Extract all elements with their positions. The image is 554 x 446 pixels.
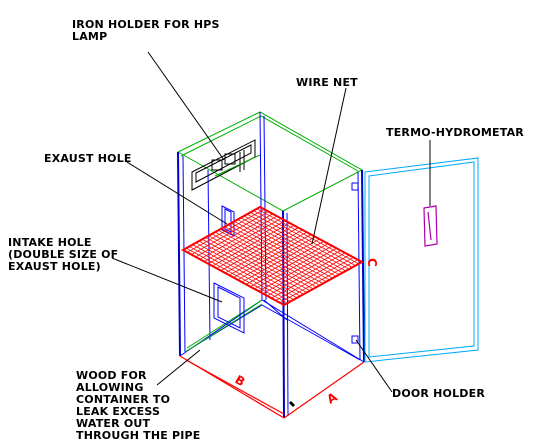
wire-net-frame bbox=[180, 205, 365, 307]
iron-holder-label-line2: LAMP bbox=[72, 30, 107, 43]
termo-hydrometer bbox=[423, 205, 438, 247]
wire-net-strand bbox=[253, 210, 356, 266]
cabinet-top bbox=[177, 111, 364, 212]
wood-label-line1: WOOD FOR bbox=[76, 369, 147, 382]
intake-hole-label-line2: (DOUBLE SIZE OF bbox=[8, 248, 118, 261]
cabinet-floor bbox=[179, 355, 365, 419]
wire-net-strand bbox=[271, 254, 350, 299]
open-door bbox=[364, 157, 479, 363]
wire-net-strand bbox=[250, 212, 353, 268]
iron-holder bbox=[191, 139, 261, 191]
wire-net-strand bbox=[275, 257, 354, 301]
dimension-c-label: C bbox=[365, 258, 379, 267]
wood-strip bbox=[184, 299, 263, 353]
intake-hole-label-line3: EXAUST HOLE) bbox=[8, 260, 101, 273]
drain-marker bbox=[288, 400, 296, 408]
wire-net-strand bbox=[266, 252, 346, 297]
door-holder-label: DOOR HOLDER bbox=[392, 387, 485, 400]
iron-holder-label-line1: IRON HOLDER FOR HPS bbox=[72, 18, 220, 31]
wire-net bbox=[180, 205, 365, 307]
intake-hole bbox=[213, 282, 245, 334]
wire-net-strand bbox=[256, 208, 359, 265]
intake-hole-label-line1: INTAKE HOLE bbox=[8, 236, 92, 249]
wire-net-strand bbox=[279, 259, 358, 304]
exaust-hole-label: EXAUST HOLE bbox=[44, 152, 132, 165]
termo-hydrometar-label: TERMO-HYDROMETAR bbox=[386, 126, 524, 139]
wood-label-line6: THROUGH THE PIPE bbox=[76, 429, 201, 442]
wood-label-line4: LEAK EXCESS bbox=[76, 405, 160, 418]
door-holder bbox=[351, 182, 359, 344]
wood-label-line5: WATER OUT bbox=[76, 417, 150, 430]
leader-lines bbox=[111, 51, 431, 393]
wire-net-label: WIRE NET bbox=[296, 76, 358, 89]
wood-label-line2: ALLOWING bbox=[76, 381, 144, 394]
wood-label-line3: CONTAINER TO bbox=[76, 393, 170, 406]
dimension-a-label: A bbox=[325, 389, 341, 406]
